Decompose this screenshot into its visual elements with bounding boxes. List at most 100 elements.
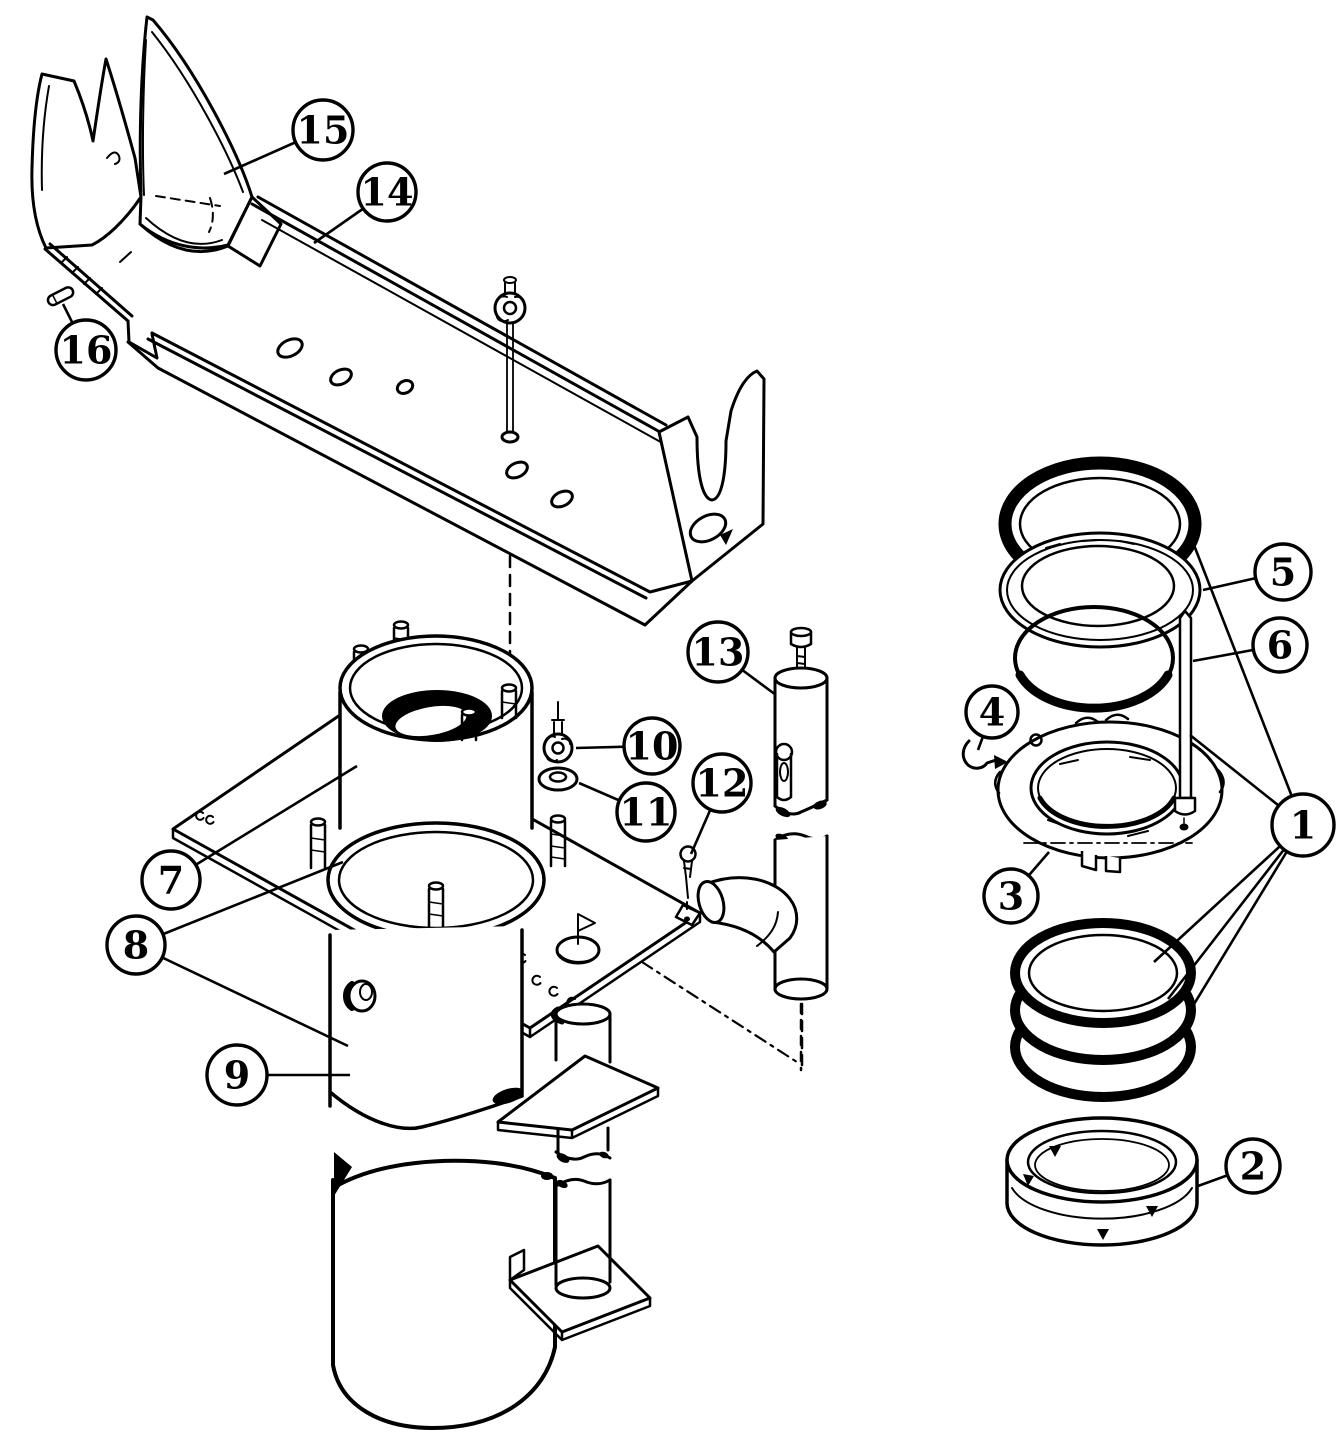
callout-16: 16	[54, 303, 118, 382]
stud-top	[392, 620, 410, 630]
break-shadow	[556, 1179, 568, 1189]
flange-studs	[309, 817, 445, 932]
callout-number: 6	[1267, 623, 1293, 668]
slot-body	[775, 752, 793, 802]
callout-circle	[622, 716, 682, 776]
cylinder-body-sides	[338, 690, 534, 830]
part-hook-4	[961, 739, 1008, 770]
exploded-stud-top	[549, 814, 567, 824]
part-pin	[46, 286, 75, 307]
band-fill	[333, 1160, 555, 1428]
floor-hole	[395, 379, 415, 395]
tube13-upper-sides	[773, 676, 829, 808]
callout-12: 12	[689, 752, 753, 855]
stud-threads	[461, 701, 517, 729]
band-shadow-dot	[541, 1172, 553, 1180]
callout-number: 12	[696, 761, 749, 806]
callout-circle	[1270, 792, 1336, 858]
cradle-left-wing	[30, 57, 143, 250]
callout-7: 7	[140, 764, 358, 911]
construction-diagonal-dashed	[640, 960, 802, 1066]
shadow-crescent	[492, 1087, 524, 1105]
callout-number: 5	[1270, 550, 1296, 595]
nut-stud-line	[506, 322, 514, 432]
exploded-stud-threads	[550, 833, 566, 860]
nut-10	[542, 732, 574, 764]
pin-cap-line	[51, 293, 58, 305]
callout-10: 10	[575, 716, 682, 776]
tray-front-rail	[146, 331, 694, 600]
callout-circle	[1251, 616, 1309, 674]
part-lip-ring-5	[998, 531, 1202, 649]
lip-ring-bore	[1020, 544, 1176, 628]
part-rod-6	[1173, 609, 1197, 831]
cradle-base-rail	[43, 242, 159, 360]
pin-body	[46, 286, 75, 307]
cradle-fin-inner-lines	[40, 31, 244, 196]
lower-bracket-tab	[508, 1248, 526, 1282]
oring3-thick-arc	[1015, 670, 1173, 713]
callout-number: 4	[979, 690, 1005, 735]
cradle-rail-ticks	[60, 151, 132, 295]
part-upper-cylinder	[309, 620, 546, 939]
tray-floor-back-edge	[261, 219, 667, 446]
rod-foot	[1173, 796, 1197, 816]
flange-nut-bore	[502, 300, 518, 316]
tube13-upper-fill	[775, 678, 827, 806]
callout-11: 11	[578, 781, 677, 843]
bolt	[789, 626, 813, 673]
cradle-right-fin	[138, 15, 254, 250]
callout-4: 4	[964, 684, 1020, 751]
break-shadow	[813, 800, 827, 810]
plate-hole-inner-arc	[559, 954, 597, 963]
callout-number: 7	[158, 858, 184, 903]
part-collar-2	[1005, 1116, 1199, 1247]
tray-end-cap	[657, 369, 766, 583]
small-tube-top-thick-arc	[550, 1006, 565, 1025]
band-outline	[331, 1158, 557, 1430]
lip-ring-outer	[998, 531, 1202, 649]
callout-circle	[291, 98, 355, 162]
nut-stub	[504, 281, 516, 294]
callout-circle	[105, 914, 167, 976]
collar2-band-line	[1011, 1187, 1193, 1220]
part-cradle	[30, 15, 283, 360]
leader-line	[135, 943, 349, 1048]
part-tray-nut	[493, 276, 527, 432]
callout-number: 1	[1290, 803, 1316, 848]
screw-shank	[683, 860, 693, 899]
callout-circle	[982, 867, 1040, 925]
callout-number: 13	[692, 630, 745, 675]
collar3-bore-arc	[1037, 795, 1177, 829]
stack-ring-top-inner	[1027, 933, 1179, 1013]
elbow-opening	[696, 880, 726, 924]
tray-end-hole	[688, 512, 728, 544]
part-tray	[126, 195, 766, 691]
small-tube-bottom	[554, 1276, 612, 1300]
part-oring-3	[1013, 605, 1175, 713]
leader-line	[135, 860, 344, 947]
base-flange-outer	[326, 821, 546, 939]
break-shadow	[599, 1151, 609, 1159]
floor-hole	[505, 460, 529, 480]
cradle-saddle-arch-inner	[145, 217, 223, 245]
stud-lines	[309, 823, 445, 932]
part-oring-stack	[1010, 918, 1196, 1102]
callout-number: 15	[297, 108, 350, 153]
callout-circle	[615, 781, 677, 843]
rim-front-studs	[460, 683, 518, 742]
callout-1: 1	[1153, 539, 1336, 1015]
washer-11	[537, 766, 579, 792]
break-shadow	[556, 1153, 570, 1163]
callout-5: 5	[1202, 542, 1313, 602]
callout-number: 3	[998, 874, 1024, 919]
nut-10-stub	[551, 701, 565, 735]
cradle-saddle-arch	[138, 222, 230, 254]
hook-body	[961, 739, 998, 770]
callout-circle	[1253, 542, 1313, 602]
callout-6: 6	[1192, 616, 1309, 674]
break-shadow	[775, 806, 791, 818]
collar3-face-dashes	[1047, 756, 1151, 837]
